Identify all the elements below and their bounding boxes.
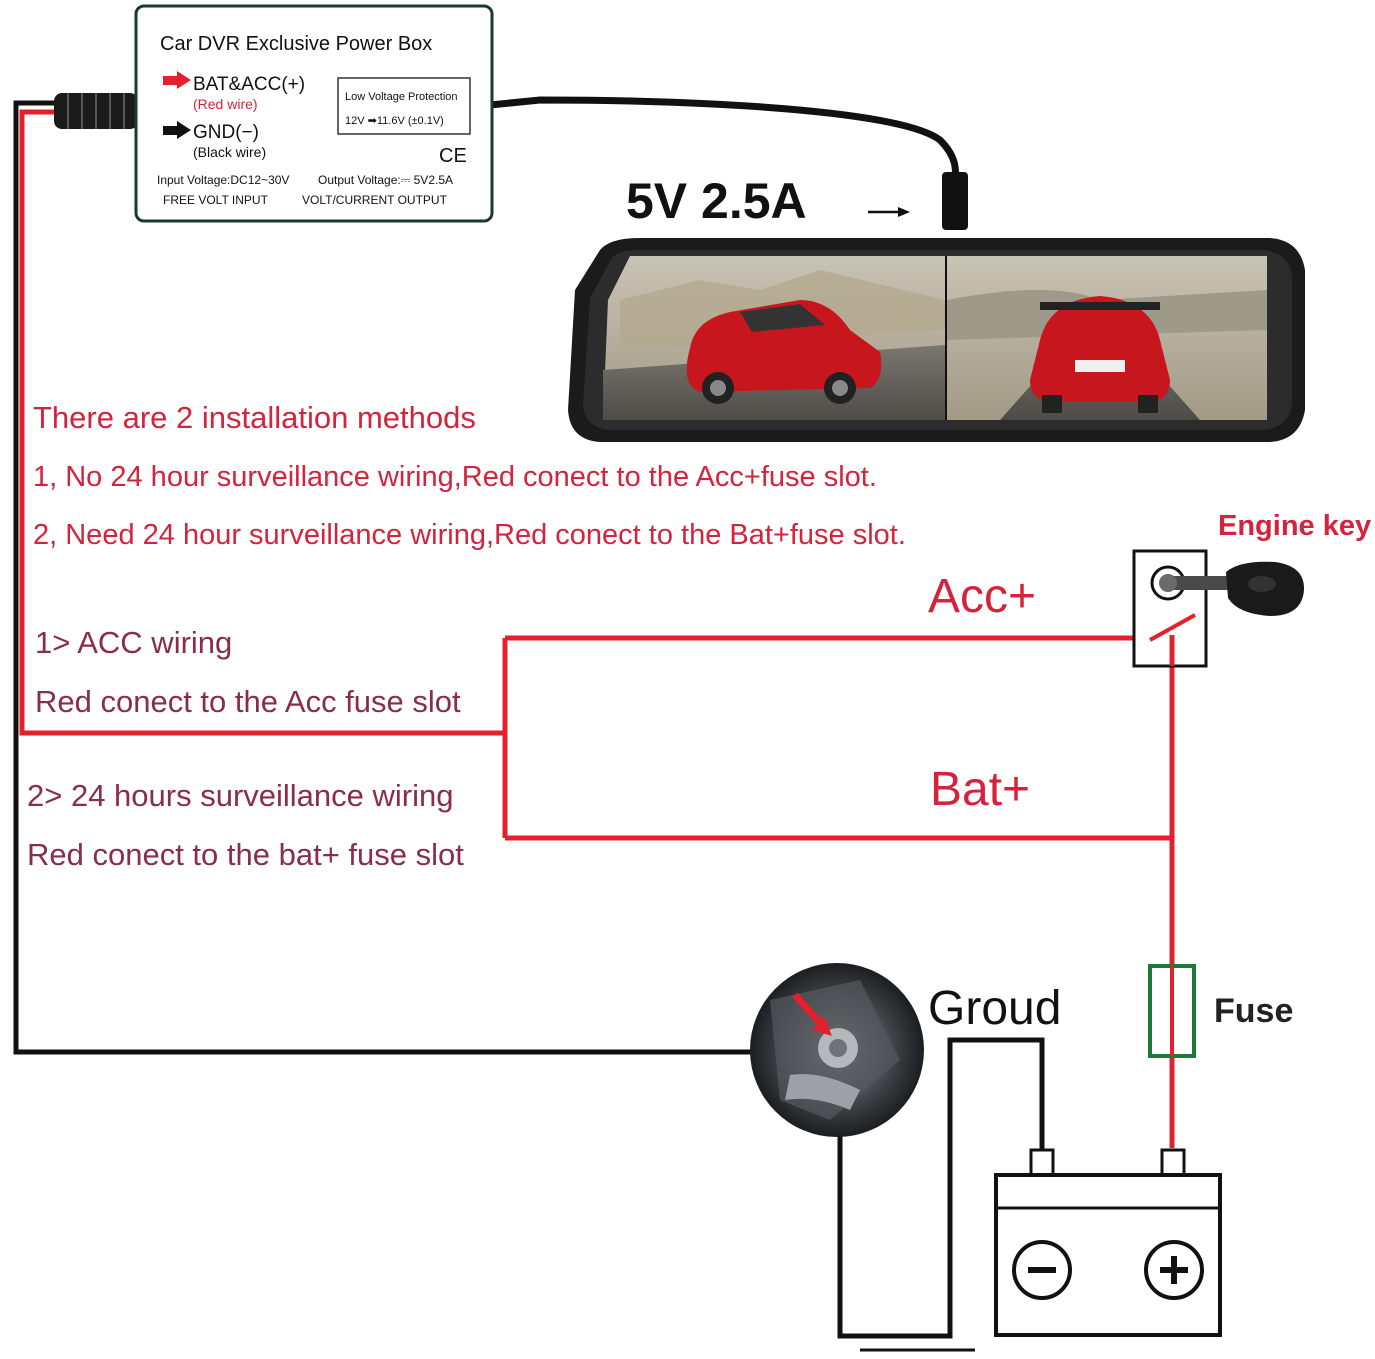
red-wire-label: (Red wire) (193, 96, 258, 112)
protection-title: Low Voltage Protection (345, 91, 458, 103)
acc-wiring-title: 1> ACC wiring (35, 625, 232, 660)
output-cable (489, 96, 960, 186)
output-spec-label: 5V 2.5A (626, 173, 807, 229)
acc-label: Acc+ (928, 570, 1036, 623)
ce-mark: CE (439, 145, 467, 167)
car-key-icon (1159, 561, 1305, 616)
fuse-label: Fuse (1214, 992, 1293, 1030)
bat-label: Bat+ (930, 763, 1030, 816)
red-power-wire (19, 109, 508, 838)
ignition-switch (1132, 549, 1208, 668)
power-box-title: Car DVR Exclusive Power Box (160, 33, 432, 55)
bat-wiring-desc: Red conect to the bat+ fuse slot (27, 837, 464, 872)
pointer-arrow-icon (868, 207, 910, 217)
input-voltage: Input Voltage:DC12~30V (157, 173, 289, 187)
red-pointer-arrow-icon (792, 992, 832, 1036)
output-voltage: Output Voltage:⎓ 5V2.5A (318, 173, 453, 187)
acc-wiring-desc: Red conect to the Acc fuse slot (35, 684, 461, 719)
front-camera-view (603, 256, 945, 420)
volt-current-output: VOLT/CURRENT OUTPUT (302, 193, 448, 207)
output-plug (942, 172, 968, 230)
protection-value: 12V ➡11.6V (±0.1V) (345, 115, 444, 127)
black-ground-wire (13, 100, 752, 1055)
engine-key-label: Engine key (1218, 510, 1371, 542)
mirror-dashcam (568, 238, 1305, 442)
red-arrow-icon (163, 71, 191, 89)
cable-strain-relief (54, 93, 138, 129)
battery-ground-wire (837, 1037, 1045, 1352)
bat-acc-label: BAT&ACC(+) (193, 74, 305, 95)
bat-wiring-title: 2> 24 hours surveillance wiring (27, 778, 453, 813)
black-arrow-icon (163, 121, 191, 139)
fuse-icon (1148, 964, 1196, 1058)
method-1-text: 1, No 24 hour surveillance wiring,Red co… (33, 461, 877, 493)
power-box: Car DVR Exclusive Power Box BAT&ACC(+) (… (134, 4, 494, 223)
method-2-text: 2, Need 24 hour surveillance wiring,Red … (33, 519, 906, 551)
gnd-label: GND(−) (193, 122, 259, 143)
black-wire-label: (Black wire) (193, 144, 266, 160)
protection-box (337, 77, 471, 135)
free-volt-input: FREE VOLT INPUT (163, 193, 269, 207)
ground-bolt-photo (750, 963, 924, 1137)
rear-camera-view (947, 256, 1267, 420)
battery-icon (994, 1148, 1222, 1337)
ground-label: Groud (928, 982, 1061, 1035)
instructions-heading: There are 2 installation methods (33, 400, 476, 435)
